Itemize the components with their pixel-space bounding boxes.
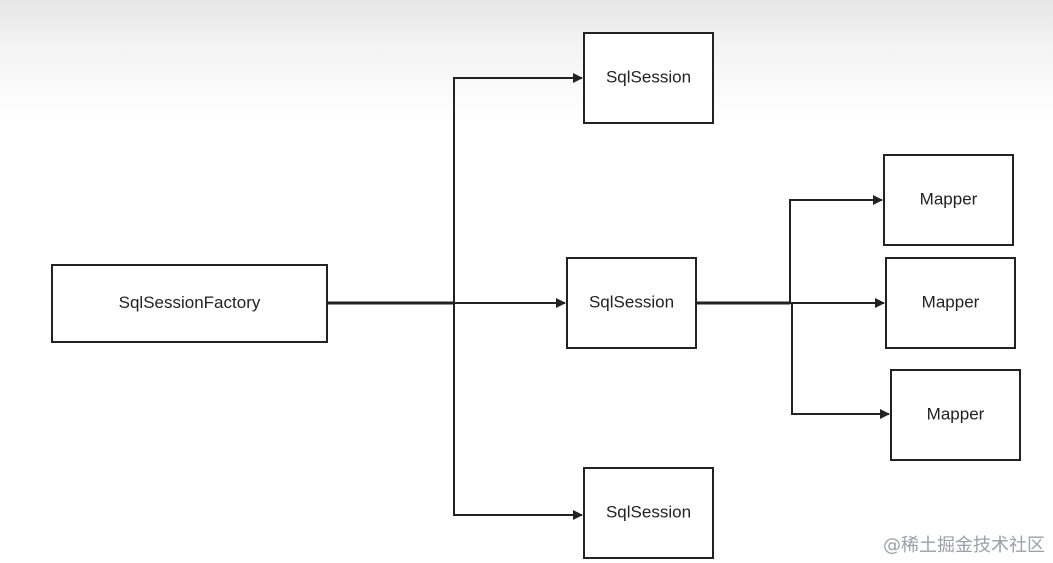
edge-factory-to-session-top [453,73,583,303]
node-label: SqlSessionFactory [119,293,261,312]
node-label: Mapper [927,404,985,423]
edge-session-to-mapper-bottom [791,303,890,419]
edge-session-to-mapper-top [789,195,883,303]
node-mapper-bottom[interactable]: Mapper [890,369,1021,461]
node-label: SqlSession [589,292,674,311]
node-label: SqlSession [606,502,691,521]
node-sqlsessionfactory[interactable]: SqlSessionFactory [51,264,328,343]
node-sqlsession-bottom[interactable]: SqlSession [583,467,714,559]
watermark-text: @稀土掘金技术社区 [883,535,1045,556]
node-mapper-mid[interactable]: Mapper [885,257,1016,349]
node-label: SqlSession [606,67,691,86]
node-mapper-top[interactable]: Mapper [883,154,1014,246]
edge-factory-to-session-bottom [453,303,583,520]
node-sqlsession-mid[interactable]: SqlSession [566,257,697,349]
node-label: Mapper [922,292,980,311]
node-sqlsession-top[interactable]: SqlSession [583,32,714,124]
node-label: Mapper [920,189,978,208]
